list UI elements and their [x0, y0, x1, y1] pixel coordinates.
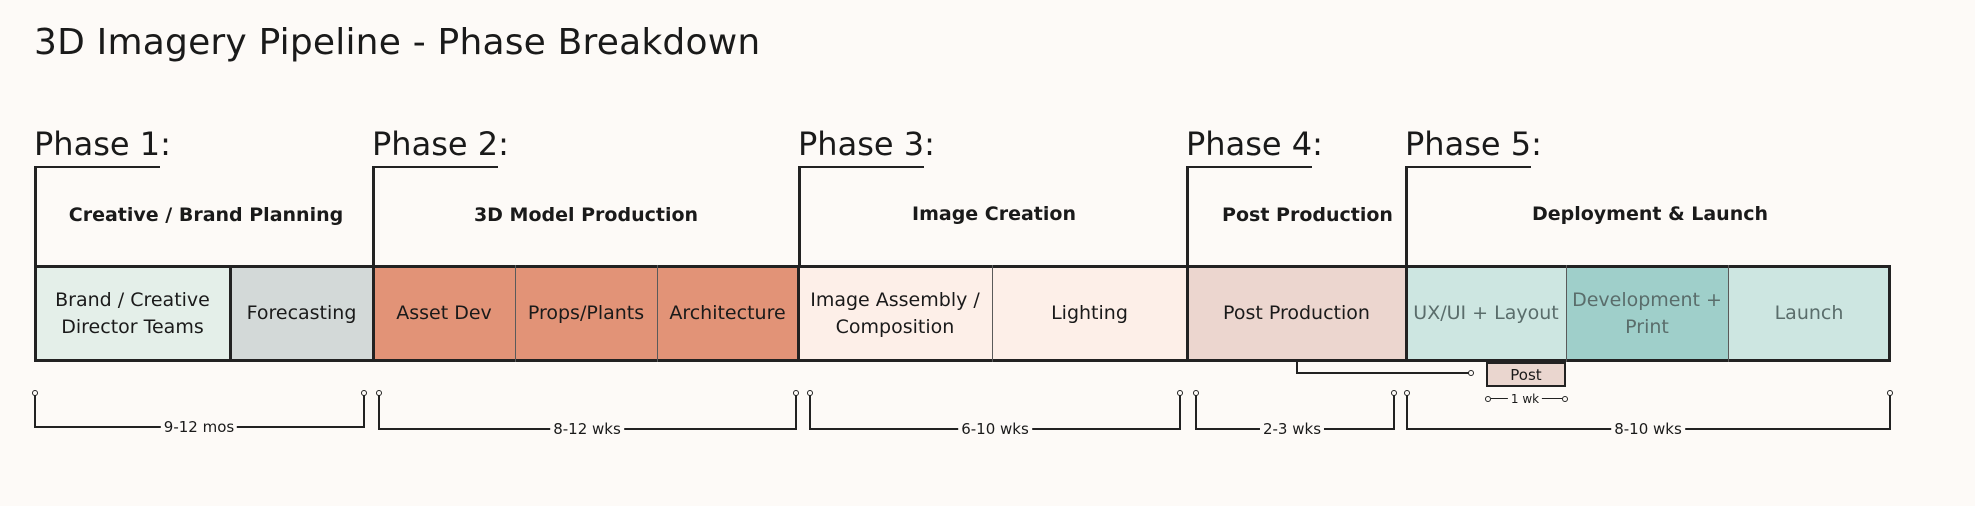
cell-divider	[229, 265, 232, 362]
phase-name: Image Creation	[912, 203, 1076, 225]
bracket-tick	[795, 395, 797, 429]
branch-stem	[1296, 362, 1298, 374]
bracket-tick	[1179, 395, 1181, 429]
phase-name: Creative / Brand Planning	[68, 204, 344, 226]
task-brand-creative-director-teams: Brand / Creative Director Teams	[35, 265, 230, 362]
bracket-tick	[1889, 395, 1891, 429]
task-launch: Launch	[1728, 265, 1890, 362]
phase-bracket	[798, 166, 801, 266]
bracket-tick	[34, 395, 36, 427]
cell-divider	[1566, 265, 1567, 362]
bracket-tick	[1406, 395, 1408, 429]
task-ux-ui-layout: UX/UI + Layout	[1406, 265, 1566, 362]
bracket-tick	[1195, 395, 1197, 429]
phase-label: Phase 1:	[34, 125, 171, 163]
post-duration: 1 wk	[1507, 392, 1543, 406]
duration-label: 8-10 wks	[1611, 420, 1685, 438]
duration-label: 8-12 wks	[550, 420, 624, 438]
duration-label: 6-10 wks	[958, 420, 1032, 438]
bracket-tick	[1393, 395, 1395, 429]
task-lighting: Lighting	[992, 265, 1187, 362]
task-development-print: Development + Print	[1566, 265, 1728, 362]
cell-divider	[992, 265, 993, 362]
task-architecture: Architecture	[657, 265, 798, 362]
bracket-end	[1562, 396, 1568, 402]
bracket-end	[1485, 396, 1491, 402]
cell-divider	[1728, 265, 1729, 362]
bracket-tick	[363, 395, 365, 427]
task-forecasting: Forecasting	[230, 265, 373, 362]
phase-bracket	[372, 166, 375, 266]
task-props-plants: Props/Plants	[515, 265, 657, 362]
phase-label: Phase 5:	[1405, 125, 1542, 163]
branch-line	[1296, 372, 1470, 374]
task-image-assembly-composition: Image Assembly / Composition	[798, 265, 992, 362]
phase-bracket	[1186, 166, 1189, 266]
bracket-tick	[809, 395, 811, 429]
phase-label: Phase 4:	[1186, 125, 1323, 163]
phase-underline	[798, 166, 924, 168]
phase-divider	[1405, 265, 1408, 362]
duration-label: 2-3 wks	[1259, 420, 1325, 438]
duration-label: 9-12 mos	[160, 418, 238, 436]
phase-label: Phase 3:	[798, 125, 935, 163]
phase-divider	[797, 265, 800, 362]
phase-name: 3D Model Production	[473, 204, 699, 226]
phase-underline	[372, 166, 498, 168]
phase-bracket	[1405, 166, 1408, 266]
post-task-box: Post	[1486, 362, 1566, 387]
phase-label: Phase 2:	[372, 125, 509, 163]
task-asset-dev: Asset Dev	[373, 265, 515, 362]
task-post-production: Post Production	[1187, 265, 1406, 362]
page-title: 3D Imagery Pipeline - Phase Breakdown	[34, 22, 761, 63]
cell-divider	[515, 265, 516, 362]
phase-underline	[1405, 166, 1531, 168]
cell-divider	[34, 265, 37, 362]
phase-divider	[372, 265, 375, 362]
cell-divider	[657, 265, 658, 362]
phase-bracket	[34, 166, 37, 266]
branch-end	[1468, 370, 1474, 376]
phase-divider	[1186, 265, 1189, 362]
phase-name: Deployment & Launch	[1531, 203, 1769, 225]
phase-underline	[34, 166, 160, 168]
phase-underline	[1186, 166, 1312, 168]
bracket-tick	[378, 395, 380, 429]
phase-name: Post Production	[1222, 204, 1393, 226]
cell-divider	[1888, 265, 1891, 362]
